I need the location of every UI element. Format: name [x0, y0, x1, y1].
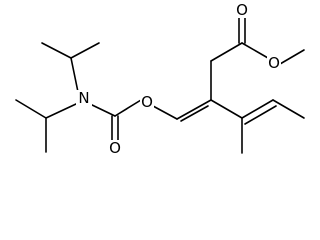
label-bg-enol-oxygen [140, 94, 154, 110]
bond-side-to-ethylidene-double-b [244, 105, 277, 125]
label-bg-carbamate-oxygen [108, 140, 122, 156]
bonds [15, 15, 305, 154]
label-bg-ester-oxygen [235, 2, 249, 18]
atom-label-ester-carbonyl-oxygen: O [236, 1, 248, 19]
bond-core-to-vinyl-double-a [176, 99, 212, 120]
bond-core-to-vinyl-double-b [180, 105, 209, 122]
bond-carbamate-to-nitrogen [89, 103, 116, 117]
bond-core-to-side-carbon [210, 99, 243, 119]
atom-label-nitrogen: N [78, 89, 89, 107]
bond-vinyl-to-enol-oxygen [152, 105, 178, 120]
chemical-structure: O O N O O [15, 1, 305, 157]
label-bg-nitrogen [76, 90, 92, 106]
atom-label-carbamate-carbonyl-oxygen: O [109, 139, 121, 157]
bond-upper-isopropyl-right-methyl [70, 42, 100, 59]
bond-nitrogen-to-lower-isopropyl [45, 103, 77, 119]
atom-labels: O O N O O [76, 1, 281, 157]
bond-ch2-to-carbonyl [210, 42, 243, 62]
bond-nitrogen-to-upper-isopropyl [70, 57, 79, 93]
bond-side-to-ethylidene-double-a [241, 99, 274, 119]
atom-label-methoxy-oxygen: O [268, 54, 280, 72]
bond-upper-isopropyl-left-methyl [41, 42, 72, 59]
bond-carbonyl-to-methoxy-oxygen [241, 42, 269, 59]
bond-lower-isopropyl-left-methyl [15, 99, 47, 119]
atom-label-enol-oxygen: O [141, 93, 153, 111]
bond-ethylidene-to-methyl [272, 99, 305, 119]
bond-enol-oxygen-to-carbamate-carbon [114, 99, 142, 117]
bond-methoxy-oxygen-to-methyl [279, 49, 305, 65]
label-bg-methoxy-oxygen [267, 55, 281, 71]
